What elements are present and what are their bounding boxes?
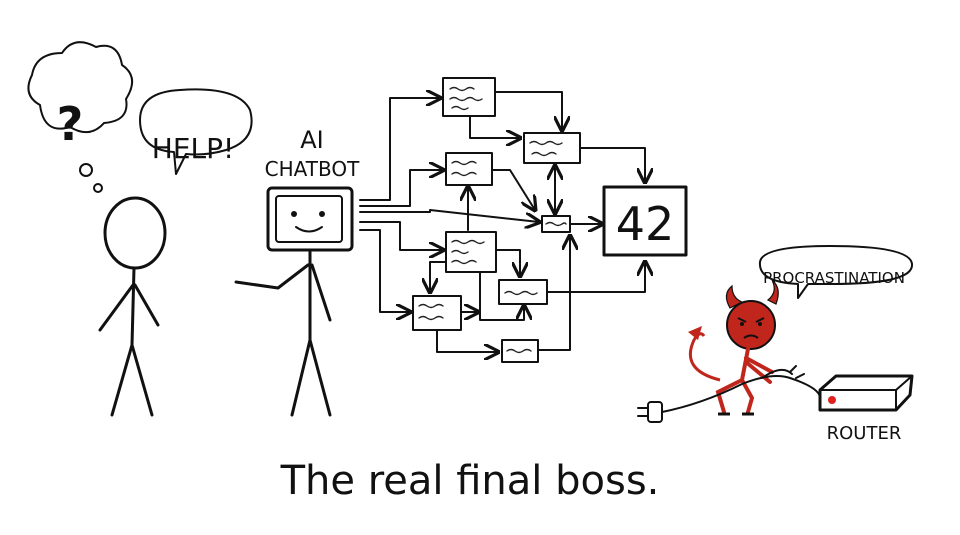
chatbot-label-line2: CHATBOT bbox=[265, 157, 360, 181]
thought-bubble: ? bbox=[27, 41, 133, 193]
devil-character bbox=[688, 279, 779, 416]
node-box-4 bbox=[541, 215, 571, 233]
node-box-2 bbox=[523, 132, 581, 164]
chatbot-figure bbox=[234, 186, 354, 417]
node-box-7 bbox=[412, 295, 462, 331]
router-led-icon bbox=[828, 396, 836, 404]
node-box-6 bbox=[498, 279, 548, 305]
speech-bubble-procrastination: PROCRASTINATION bbox=[758, 245, 913, 299]
router-label: ROUTER bbox=[827, 423, 902, 444]
chatbot-label-line1: AI bbox=[300, 126, 324, 154]
node-box-1 bbox=[442, 77, 496, 117]
question-mark: ? bbox=[57, 97, 84, 151]
power-plug bbox=[637, 365, 821, 423]
network-diagram bbox=[359, 77, 645, 363]
node-box-8 bbox=[501, 339, 539, 363]
procrastination-text: PROCRASTINATION bbox=[763, 269, 905, 287]
answer-value: 42 bbox=[616, 197, 675, 251]
node-box-3 bbox=[445, 152, 493, 186]
caption: The real final boss. bbox=[280, 458, 660, 504]
answer-box: 42 bbox=[602, 185, 688, 257]
stick-figure-person bbox=[98, 196, 167, 417]
help-text: HELP! bbox=[152, 132, 234, 165]
speech-bubble-help: HELP! bbox=[139, 88, 253, 175]
router: ROUTER bbox=[818, 374, 914, 444]
node-box-5 bbox=[445, 231, 497, 273]
chatbot-label: AI CHATBOT bbox=[265, 126, 360, 181]
